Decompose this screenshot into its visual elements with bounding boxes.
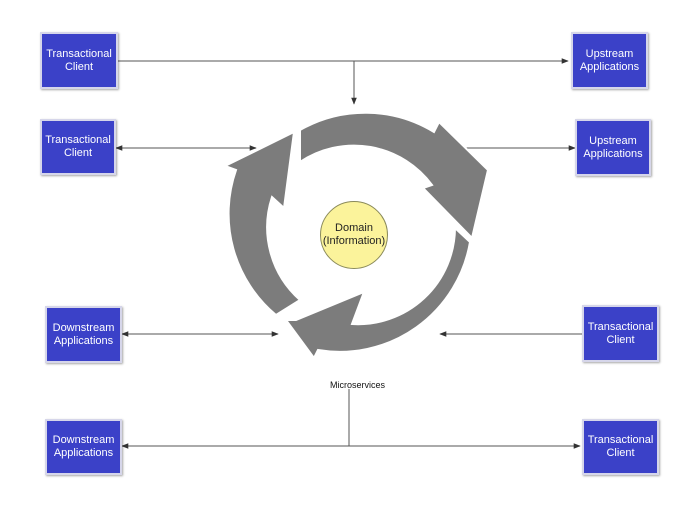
node-label: Transactional Client: [46, 47, 112, 73]
transactional-client-mid-left[interactable]: Transactional Client: [40, 119, 116, 175]
transactional-client-top-left[interactable]: Transactional Client: [40, 32, 118, 89]
upstream-applications-mid-right[interactable]: Upstream Applications: [575, 119, 651, 176]
transactional-client-mid-right[interactable]: Transactional Client: [582, 305, 659, 362]
node-label: Downstream Applications: [52, 434, 115, 459]
node-label: Transactional Client: [45, 134, 111, 159]
node-label: Upstream Applications: [579, 47, 640, 73]
upstream-applications-top-right[interactable]: Upstream Applications: [571, 32, 648, 89]
transactional-client-bottom-right[interactable]: Transactional Client: [582, 419, 659, 475]
cycle-arrow-top: [299, 111, 490, 240]
domain-label: Domain (Information): [322, 222, 386, 247]
node-label: Transactional Client: [587, 434, 654, 459]
cycle-arrow-bottom: [284, 225, 472, 360]
connectors: [115, 58, 582, 449]
domain-circle[interactable]: Domain (Information): [320, 201, 388, 269]
cycle-arrows: [222, 111, 490, 360]
microservices-caption: Microservices: [330, 380, 386, 390]
cycle-arrow-left: [222, 130, 302, 317]
node-label: Transactional Client: [587, 320, 654, 346]
node-label: Upstream Applications: [583, 134, 643, 160]
downstream-applications-bottom-left[interactable]: Downstream Applications: [45, 419, 122, 475]
node-label: Downstream Applications: [52, 321, 115, 347]
downstream-applications-mid-left[interactable]: Downstream Applications: [45, 306, 122, 363]
